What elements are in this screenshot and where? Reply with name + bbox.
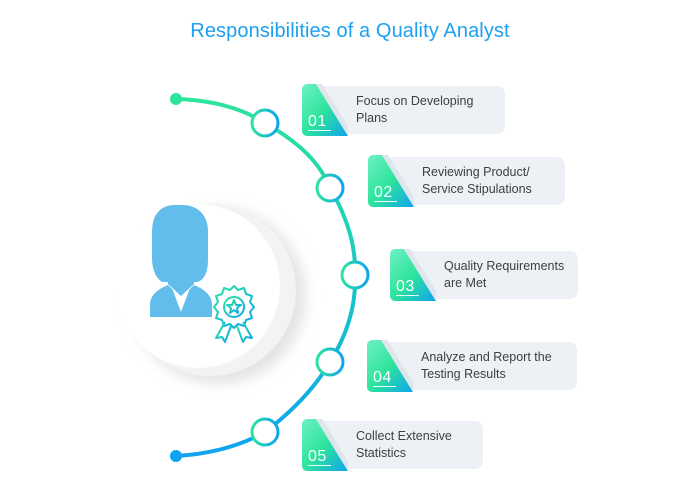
step-text-line2: Testing Results [421,367,506,381]
step-badge: 04 [367,340,413,392]
step-text-line1: Reviewing Product/ [422,165,530,179]
step-text-line1: Focus on Developing [356,94,474,108]
step-card-03: 03 Quality Requirements are Met [390,249,578,301]
woman-silhouette-icon [150,205,212,317]
step-text: Collect Extensive Statistics [356,428,452,462]
step-number: 02 [374,184,397,202]
step-card-05: 05 Collect Extensive Statistics [302,419,483,471]
award-ribbon-star-icon [213,285,255,343]
step-text-line2: Plans [356,111,388,125]
badge-gradient-shape [368,155,414,207]
center-disc [116,204,306,384]
step-badge: 02 [368,155,414,207]
arc-start-dot [170,93,182,105]
timeline-node-03 [340,260,370,290]
timeline-node-05 [250,417,280,447]
step-badge: 05 [302,419,348,471]
step-text-line1: Quality Requirements [444,259,565,273]
step-number: 01 [308,113,331,131]
step-text: Focus on Developing Plans [356,93,473,127]
step-text-line2: Statistics [356,446,407,460]
step-card-01: 01 Focus on Developing Plans [302,84,505,136]
timeline-node-02 [315,173,345,203]
step-text: Analyze and Report the Testing Results [421,349,552,383]
arc-end-dot [170,450,182,462]
page-title: Responsibilities of a Quality Analyst [190,20,510,42]
step-text-line2: Service Stipulations [422,182,532,196]
badge-gradient-shape [390,249,436,301]
step-number: 04 [373,369,396,387]
badge-gradient-shape [302,419,348,471]
step-number: 05 [308,448,331,466]
step-card-02: 02 Reviewing Product/ Service Stipulatio… [368,155,565,207]
step-card-04: 04 Analyze and Report the Testing Result… [367,340,577,392]
step-badge: 01 [302,84,348,136]
badge-gradient-shape [367,340,413,392]
timeline-node-01 [250,108,280,138]
step-text-line1: Collect Extensive [356,429,452,443]
step-number: 03 [396,278,419,296]
step-text: Reviewing Product/ Service Stipulations [422,164,532,198]
step-text-line2: are Met [444,276,487,290]
step-badge: 03 [390,249,436,301]
step-text-line1: Analyze and Report the [421,350,552,364]
timeline-node-04 [315,347,345,377]
step-text: Quality Requirements are Met [444,258,564,292]
badge-gradient-shape [302,84,348,136]
